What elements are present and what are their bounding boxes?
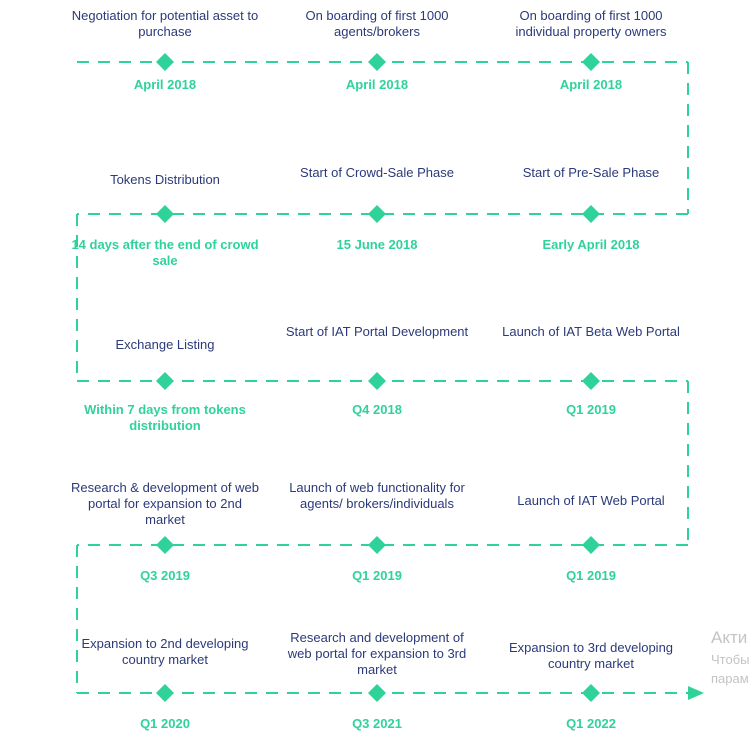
- milestone-date: Q3 2021: [352, 716, 402, 731]
- watermark-line-1: Акти: [711, 628, 748, 647]
- milestone-diamond-icon: [582, 205, 600, 223]
- milestone-date: Within 7 days from tokens distribution: [84, 402, 246, 433]
- milestone-date: Q3 2019: [140, 568, 190, 583]
- milestone-title: On boarding of first 1000 agents/brokers: [305, 8, 449, 39]
- milestone-diamond-icon: [156, 684, 174, 702]
- milestone-diamond-icon: [582, 684, 600, 702]
- milestone-diamond-icon: [368, 53, 386, 71]
- milestone-diamond-icon: [582, 53, 600, 71]
- milestone-date: Q1 2020: [140, 716, 190, 731]
- milestone-title: Launch of web functionality for agents/ …: [289, 480, 465, 511]
- milestone-date: Q1 2019: [566, 402, 616, 417]
- milestone-date: Q4 2018: [352, 402, 402, 417]
- milestone-diamond-icon: [368, 536, 386, 554]
- milestone-diamond-icon: [582, 536, 600, 554]
- milestone-title: Expansion to 3rd developing country mark…: [508, 640, 674, 671]
- milestone-title: Research and development of web portal f…: [287, 630, 467, 677]
- milestone-title: Research & development of web portal for…: [71, 480, 259, 527]
- milestone-date: April 2018: [559, 77, 623, 92]
- milestone-diamond-icon: [368, 205, 386, 223]
- milestone-title: Start of Crowd-Sale Phase: [300, 165, 454, 180]
- milestone-date: Q1 2019: [566, 568, 616, 583]
- milestone-date: Q1 2022: [566, 716, 616, 731]
- milestone-diamond-icon: [368, 684, 386, 702]
- milestone-diamond-icon: [156, 53, 174, 71]
- milestone-date: April 2018: [345, 77, 409, 92]
- milestone-diamond-icon: [156, 536, 174, 554]
- milestone-title: Negotiation for potential asset to purch…: [71, 8, 259, 39]
- milestone-title: Start of IAT Portal Development: [285, 324, 469, 339]
- milestone-diamond-icon: [582, 372, 600, 390]
- milestone-title: Launch of IAT Beta Web Portal: [502, 324, 680, 339]
- milestone-title: Expansion to 2nd developing country mark…: [81, 636, 249, 667]
- milestone-title: Exchange Listing: [115, 337, 215, 352]
- milestone-date: 14 days after the end of crowd sale: [71, 237, 259, 268]
- milestone-date: 15 June 2018: [336, 237, 418, 252]
- milestone-date: Early April 2018: [542, 237, 640, 252]
- milestone-title: Start of Pre-Sale Phase: [522, 165, 660, 180]
- milestone-date: April 2018: [133, 77, 197, 92]
- path-arrow-icon: [688, 686, 704, 700]
- watermark-line-2: Чтобы: [711, 652, 750, 667]
- milestone-diamond-icon: [156, 205, 174, 223]
- milestone-title: Launch of IAT Web Portal: [517, 493, 665, 508]
- milestone-date: Q1 2019: [352, 568, 402, 583]
- milestone-diamond-icon: [368, 372, 386, 390]
- milestone-title: On boarding of first 1000 individual pro…: [515, 8, 667, 39]
- watermark-line-3: парам: [711, 671, 749, 686]
- milestone-diamond-icon: [156, 372, 174, 390]
- milestone-title: Tokens Distribution: [110, 172, 220, 187]
